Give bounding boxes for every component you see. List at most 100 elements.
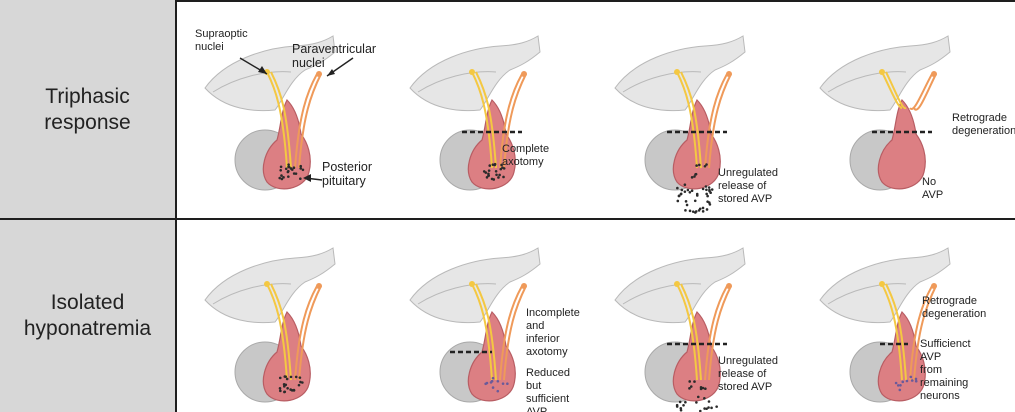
avp-granule (715, 405, 718, 408)
avp-granule (492, 386, 495, 389)
avp-granule (283, 391, 286, 394)
avp-granule (689, 191, 692, 194)
avp-granule (915, 378, 918, 381)
supraoptic-cell-body (674, 69, 680, 75)
avp-granule (691, 176, 694, 179)
avp-granule (697, 396, 700, 399)
avp-granule (705, 188, 708, 191)
avp-granule (286, 378, 289, 381)
avp-granule (708, 400, 711, 403)
row-label: Isolated hyponatremia (24, 290, 151, 342)
supraoptic-cell-body (674, 281, 680, 287)
avp-granule (695, 164, 698, 167)
avp-granule (693, 175, 696, 178)
hypothalamus-shape (205, 248, 335, 323)
avp-granule (694, 199, 697, 202)
avp-granule (486, 382, 489, 385)
pituitary-illustration (400, 0, 560, 200)
avp-granule (708, 201, 711, 204)
avp-granule (681, 189, 684, 192)
avp-granule (279, 387, 282, 390)
avp-granule (698, 164, 701, 167)
avp-granule (691, 189, 694, 192)
pituitary-illustration (810, 0, 970, 200)
avp-granule (284, 375, 287, 378)
avp-granule (899, 389, 902, 392)
avp-granule (688, 380, 691, 383)
avp-granule (487, 174, 490, 177)
paraventricular-cell-body (521, 283, 527, 289)
avp-granule (915, 380, 918, 383)
avp-granule (700, 388, 703, 391)
pituitary-illustration (195, 212, 355, 412)
avp-granule (695, 173, 698, 176)
avp-granule (705, 407, 708, 410)
avp-granule (495, 170, 498, 173)
avp-granule (685, 200, 688, 203)
avp-granule (283, 385, 286, 388)
row-label: Triphasic response (44, 84, 130, 136)
avp-granule (687, 189, 690, 192)
avp-granule (702, 188, 705, 191)
avp-granule (290, 376, 293, 379)
avp-granule (703, 397, 706, 400)
avp-granule (677, 200, 680, 203)
avp-granule (911, 379, 914, 382)
avp-granule (502, 382, 505, 385)
avp-granule (506, 382, 509, 385)
hypothalamus-shape (615, 248, 745, 323)
avp-granule (705, 193, 708, 196)
avp-granule (686, 204, 689, 207)
row-triphasic: Triphasic response Supraoptic nuclei Par… (0, 0, 1015, 219)
axotomy-label: Complete axotomy (502, 143, 549, 169)
hypothalamus-shape (410, 36, 540, 111)
sufficient-avp-label: Sufficienct AVP from remaining neurons (920, 338, 971, 403)
supraoptic-cell-body (879, 69, 885, 75)
degeneration-label: Retrograde degeneration (952, 112, 1015, 138)
avp-granule (496, 390, 499, 393)
paraventricular-cell-body (726, 71, 732, 77)
avp-granule (708, 189, 711, 192)
supraoptic-cell-body (469, 281, 475, 287)
avp-granule (495, 173, 498, 176)
avp-granule (704, 165, 707, 168)
avp-granule (684, 401, 687, 404)
avp-granule (704, 387, 707, 390)
avp-granule (279, 390, 282, 393)
avp-granule (709, 191, 712, 194)
row-label-cell: Triphasic response (0, 0, 177, 219)
avp-granule (679, 401, 682, 404)
hypothalamus-shape (410, 248, 540, 323)
avp-granule (298, 384, 301, 387)
avp-granule (901, 381, 904, 384)
avp-granule (299, 381, 302, 384)
release-label: Unregulated release of stored AVP (718, 355, 778, 394)
avp-granule (293, 389, 296, 392)
paraventricular-cell-body (931, 71, 937, 77)
row-isolated-hyponatremia: Isolated hyponatremia Incomplete and inf… (0, 220, 1015, 412)
avp-granule (286, 387, 289, 390)
paraventricular-cell-body (521, 71, 527, 77)
avp-granule (497, 380, 500, 383)
avp-granule (488, 164, 491, 167)
avp-granule (678, 195, 681, 198)
supraoptic-cell-body (469, 69, 475, 75)
avp-granule (695, 401, 698, 404)
avp-granule (676, 187, 679, 190)
paraventricular-cell-body (931, 283, 937, 289)
row-label-cell: Isolated hyponatremia (0, 220, 177, 412)
reduced-avp-label: Reduced but sufficient AVP (526, 367, 570, 412)
avp-granule (295, 376, 298, 379)
release-label: Unregulated release of stored AVP (718, 167, 778, 206)
avp-granule (711, 188, 714, 191)
avp-granule (906, 380, 909, 383)
avp-granule (490, 381, 493, 384)
avp-granule (684, 183, 687, 186)
hypothalamus-shape (615, 36, 745, 111)
avp-granule (498, 174, 501, 177)
avp-granule (680, 407, 683, 410)
avp-granule (502, 176, 505, 179)
paraventricular-cell-body (316, 283, 322, 289)
avp-granule (491, 178, 494, 181)
